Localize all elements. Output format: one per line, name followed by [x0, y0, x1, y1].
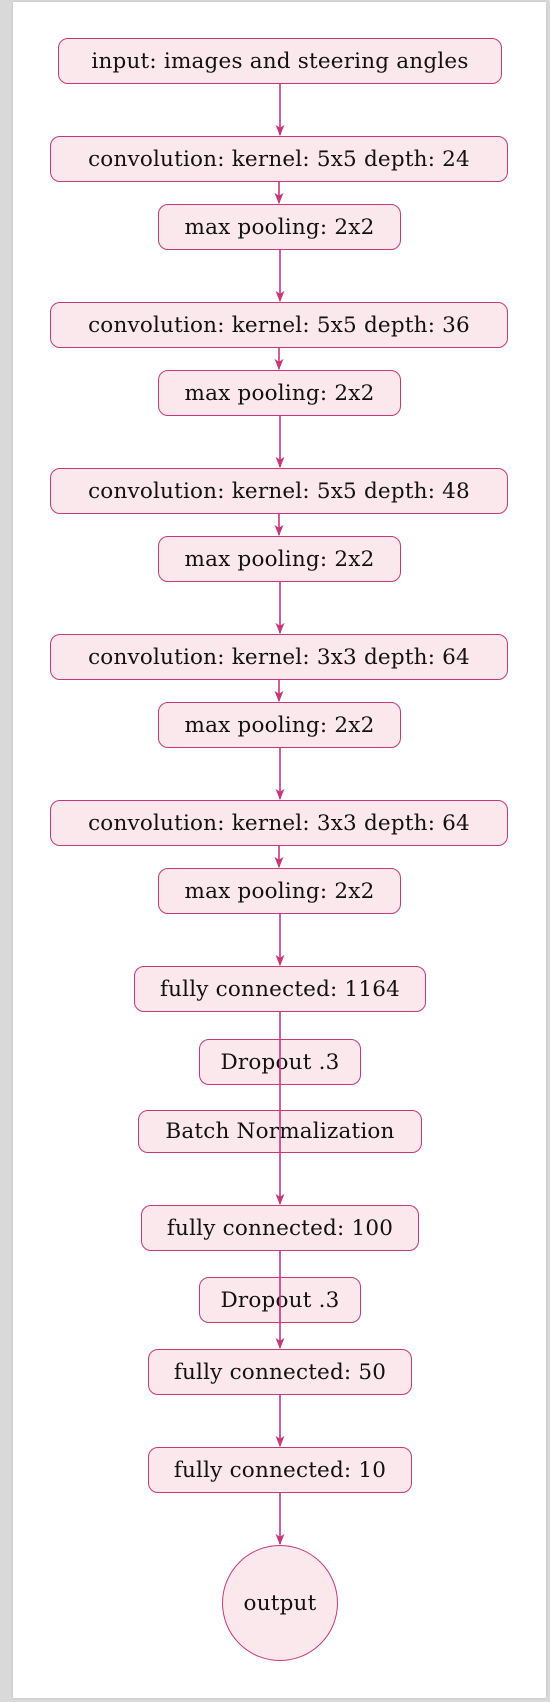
- max-pooling-node-1: max pooling: 2x2: [158, 204, 401, 250]
- fully-connected-node-10: fully connected: 10: [148, 1447, 412, 1493]
- fully-connected-node-100: fully connected: 100: [141, 1205, 419, 1251]
- convolution-node-2: convolution: kernel: 5x5 depth: 36: [50, 302, 508, 348]
- fully-connected-node-1164: fully connected: 1164: [134, 966, 426, 1012]
- fully-connected-node-50: fully connected: 50: [148, 1349, 412, 1395]
- convolution-node-5: convolution: kernel: 3x3 depth: 64: [50, 800, 508, 846]
- max-pooling-node-4: max pooling: 2x2: [158, 702, 401, 748]
- max-pooling-node-3: max pooling: 2x2: [158, 536, 401, 582]
- convolution-node-4: convolution: kernel: 3x3 depth: 64: [50, 634, 508, 680]
- input-node: input: images and steering angles: [58, 38, 502, 84]
- max-pooling-node-5: max pooling: 2x2: [158, 868, 401, 914]
- convolution-node-1: convolution: kernel: 5x5 depth: 24: [50, 136, 508, 182]
- output-node: output: [222, 1545, 338, 1661]
- max-pooling-node-2: max pooling: 2x2: [158, 370, 401, 416]
- convolution-node-3: convolution: kernel: 5x5 depth: 48: [50, 468, 508, 514]
